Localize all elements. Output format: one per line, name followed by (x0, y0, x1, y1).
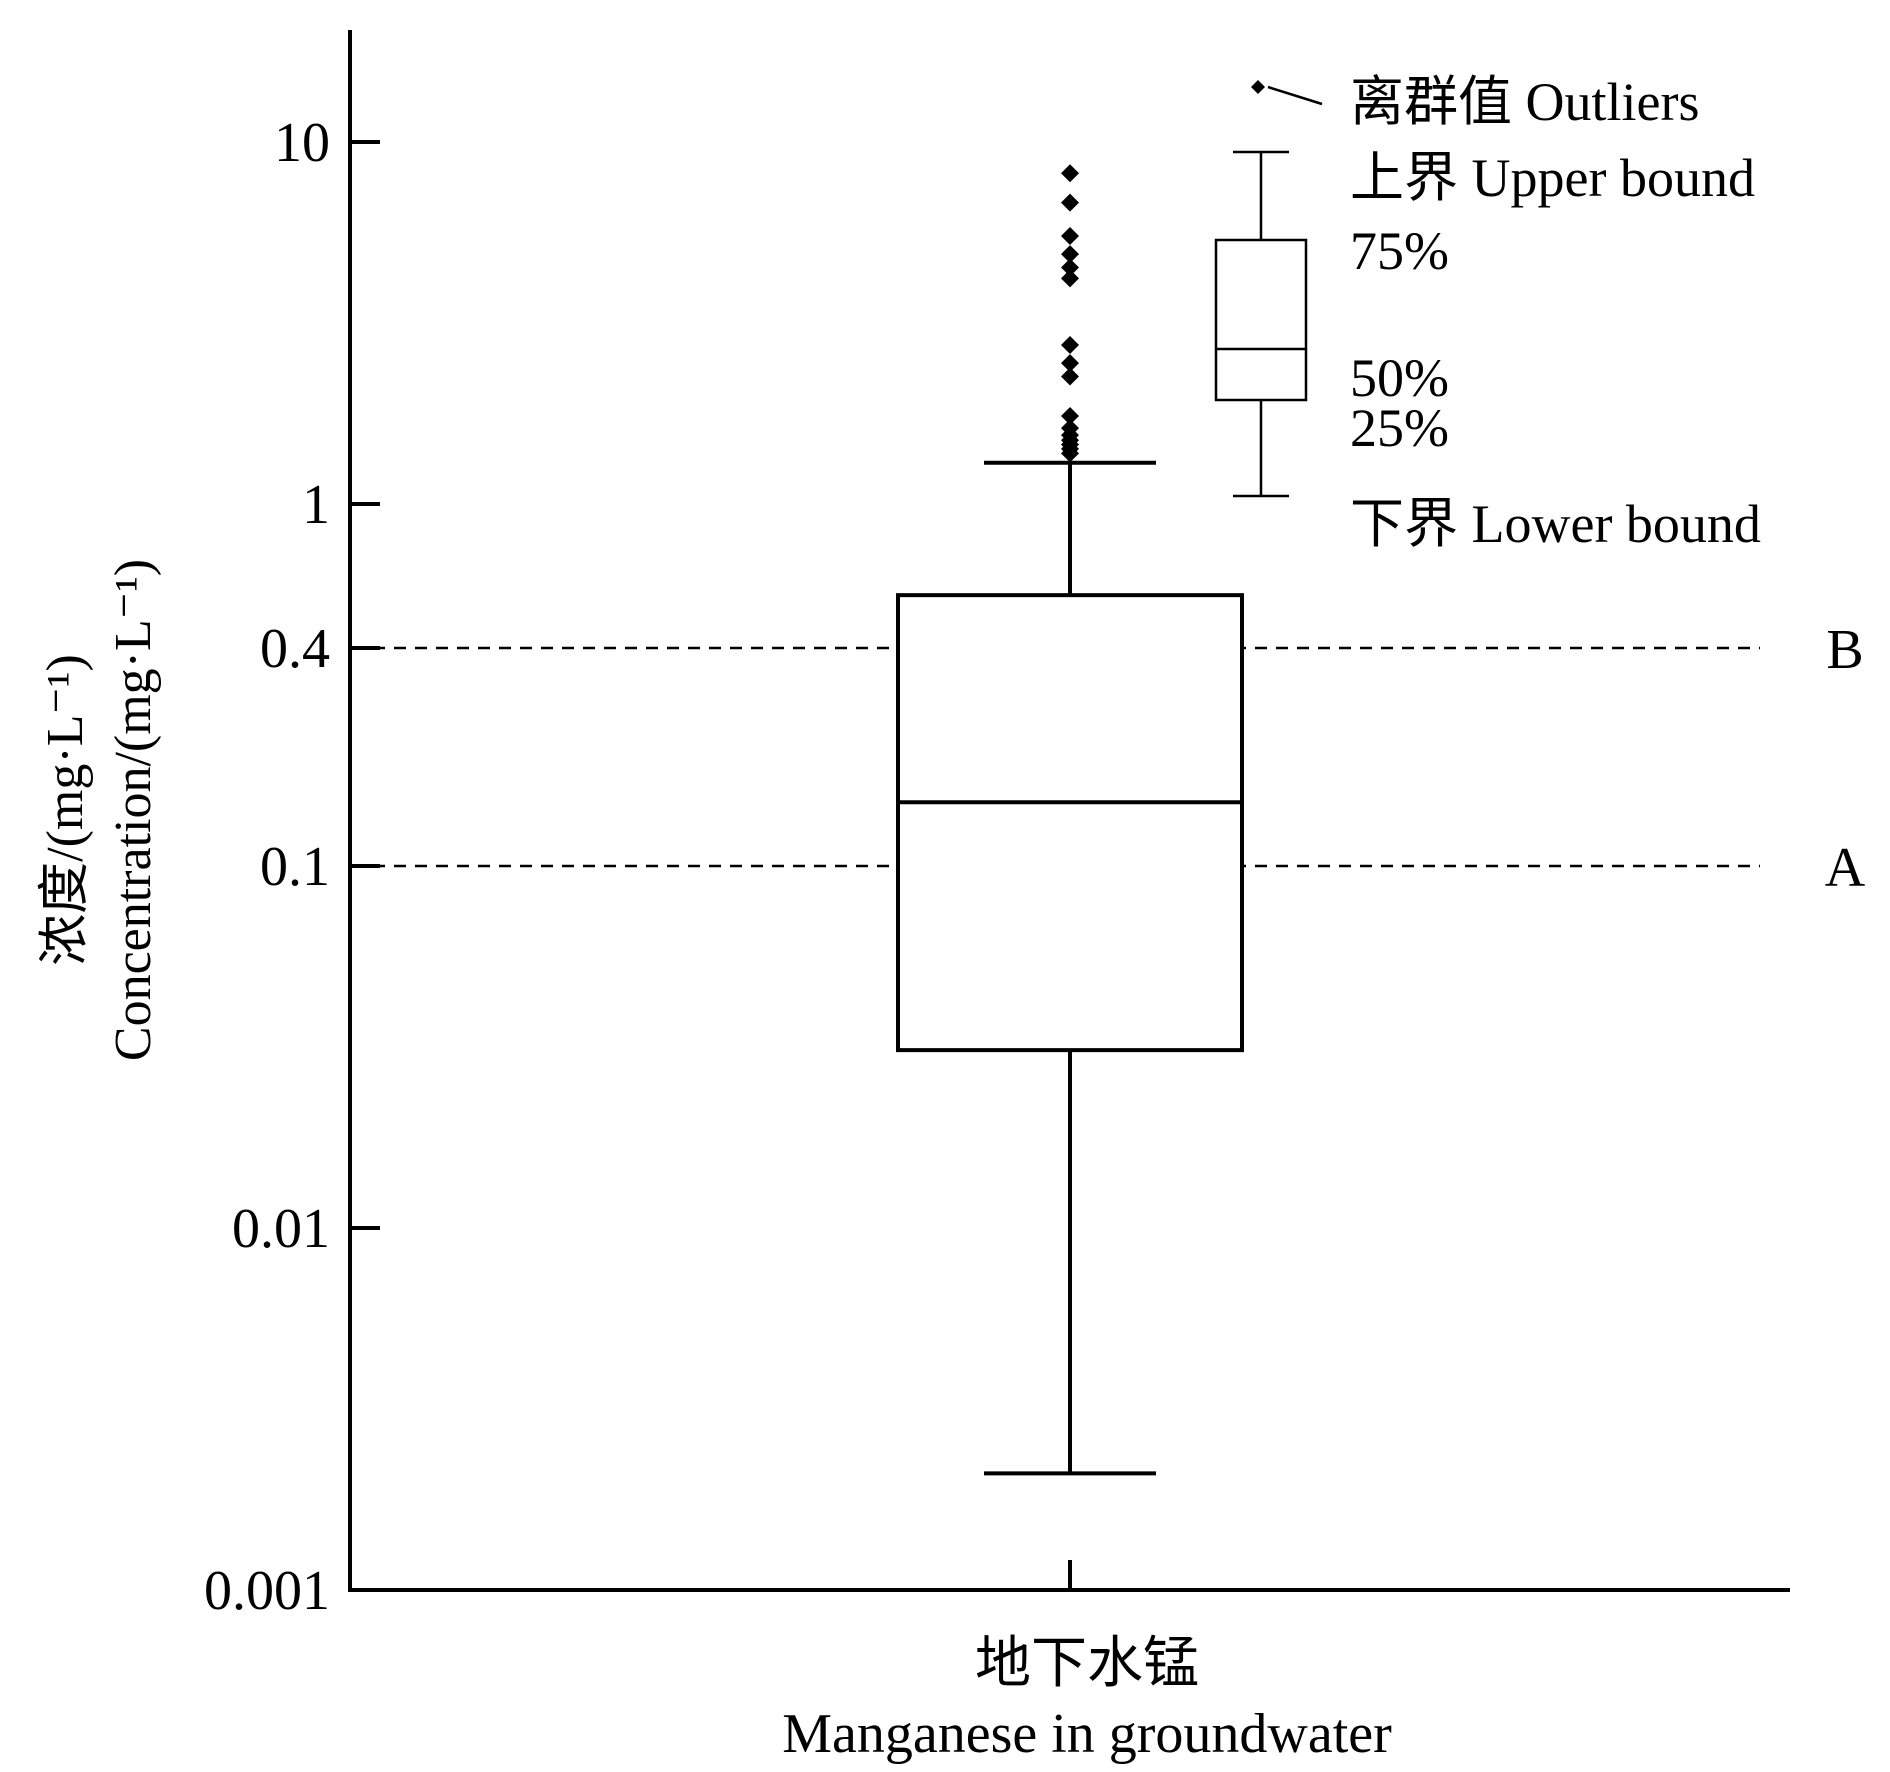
outlier-point-14 (1061, 193, 1079, 212)
iqr-box (896, 593, 1244, 1053)
y-tick-label-3: 0.4 (260, 618, 330, 680)
x-category-label-en: Manganese in groundwater (782, 1703, 1392, 1765)
y-ticks: 0.001 0.01 0.1 0.4 1 10 (204, 112, 1072, 1622)
outlier-point-5 (1061, 419, 1079, 438)
outlier-point-9 (1061, 335, 1079, 354)
legend-box (1214, 238, 1308, 402)
outlier-point-13 (1061, 226, 1079, 245)
y-axis-label-cn: 浓度/(mg·L⁻¹) (37, 654, 94, 966)
legend-outlier-pointer (1267, 85, 1323, 106)
y-tick-label-4: 1 (302, 474, 330, 536)
legend: 离群值 Outliers 上界 Upper bound 75% 50% 25% … (1214, 72, 1761, 554)
outlier-point-7 (1061, 367, 1079, 386)
outlier-point-15 (1061, 164, 1079, 183)
outlier-point-6 (1061, 407, 1079, 426)
outlier-point-10 (1061, 269, 1079, 288)
reference-label-A: A (1825, 837, 1866, 899)
legend-upper-label: 上界 Upper bound (1350, 148, 1755, 208)
legend-q3-label: 75% (1350, 221, 1449, 281)
x-category-label-cn: 地下水锰 (975, 1633, 1199, 1695)
y-tick-label-1: 0.01 (232, 1198, 330, 1260)
legend-median-label: 50% (1350, 348, 1449, 408)
y-axis-label-en: Concentration/(mg·L⁻¹) (105, 559, 162, 1061)
reference-label-B: B (1826, 619, 1863, 681)
legend-outlier-marker (1251, 80, 1265, 94)
y-tick-label-0: 0.001 (204, 1560, 330, 1622)
y-tick-label-5: 10 (274, 112, 330, 174)
y-tick-label-2: 0.1 (260, 836, 330, 898)
legend-outliers-label: 离群值 Outliers (1350, 72, 1699, 132)
outlier-point-11 (1061, 258, 1079, 277)
legend-lower-label: 下界 Lower bound (1350, 494, 1761, 554)
boxes (896, 460, 1244, 1476)
outlier-point-8 (1061, 354, 1079, 373)
outlier-point-12 (1061, 245, 1079, 264)
outliers (1061, 164, 1079, 463)
legend-q1-label: 25% (1350, 398, 1449, 458)
